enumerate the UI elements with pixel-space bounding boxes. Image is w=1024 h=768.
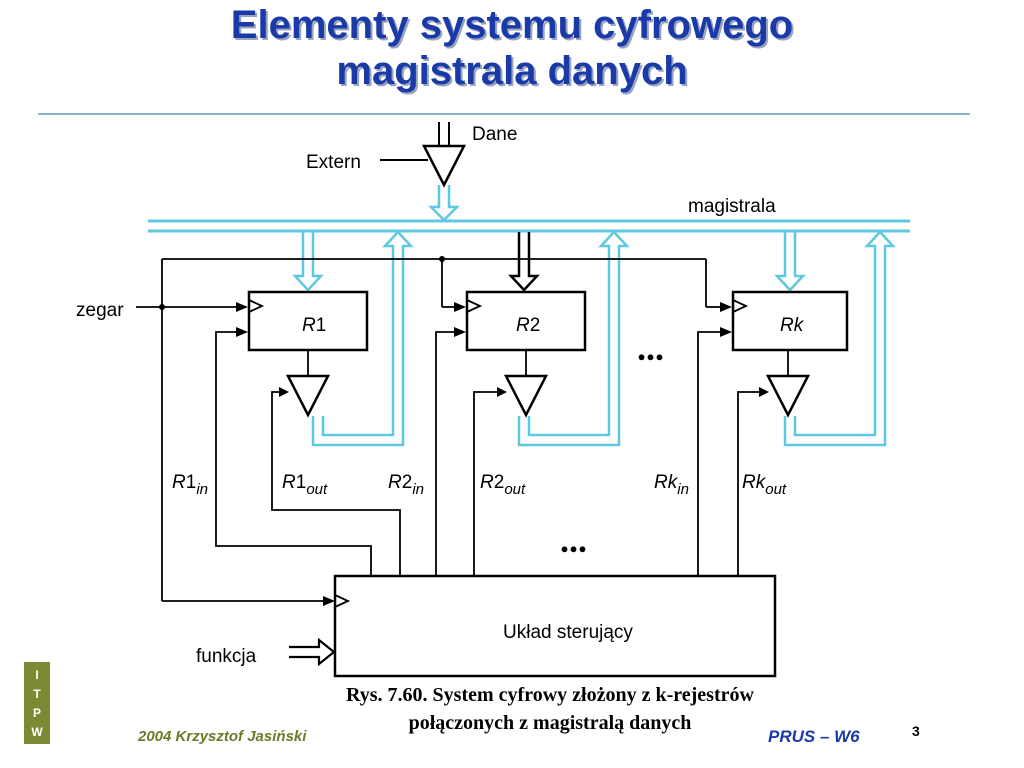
r2-label: R2 <box>516 315 540 336</box>
control-unit-box <box>333 574 777 678</box>
r1-out-to-bus-arrow <box>311 230 414 447</box>
r2-out-label: R2out <box>480 472 526 498</box>
clock-junction-dot <box>159 304 165 310</box>
itpw-badge: I T P W <box>24 662 50 744</box>
magistrala-label: magistrala <box>688 196 776 217</box>
dane-label: Dane <box>472 124 517 145</box>
r1-in-control <box>215 331 372 576</box>
r2-in-label: R2in <box>388 472 424 498</box>
badge-letter: P <box>32 706 41 720</box>
caption-line1: Rys. 7.60. System cyfrowy złożony z k-re… <box>346 684 754 706</box>
register-r1 <box>247 290 369 352</box>
extern-to-bus-arrow <box>427 185 461 222</box>
badge-letter: I <box>35 668 39 682</box>
rk-in-label: Rkin <box>654 472 689 498</box>
bus-to-r2-arrow <box>508 232 540 292</box>
rk-out-label: Rkout <box>742 472 787 498</box>
register-rk <box>731 290 849 352</box>
r2-out-to-bus-arrow <box>517 230 630 447</box>
extern-label: Extern <box>306 152 361 173</box>
data-bus <box>148 219 910 233</box>
rk-out-buffer <box>765 374 811 418</box>
dane-input-lines <box>438 122 450 146</box>
register-r2 <box>465 290 587 352</box>
registers-ellipsis: ... <box>637 328 664 368</box>
funkcja-arrow <box>289 637 336 667</box>
extern-tristate-buffer <box>421 144 467 188</box>
control-unit-label: Układ sterujący <box>503 622 633 643</box>
slide-title-line2: magistrala danych <box>336 49 688 93</box>
r2-out-buffer <box>503 374 549 418</box>
rk-label: Rk <box>780 315 805 336</box>
zegar-label: zegar <box>76 300 124 321</box>
page-number: 3 <box>912 723 920 739</box>
slide-title-line1: Elementy systemu cyfrowego <box>230 3 794 47</box>
bus-to-rk-arrow <box>774 232 806 292</box>
clock-wiring <box>136 258 722 602</box>
caption-line2: połączonych z magistralą danych <box>408 712 692 734</box>
footer-course: PRUS – W6 <box>768 727 860 746</box>
rk-out-control <box>737 391 766 576</box>
r1-out-buffer <box>285 374 331 418</box>
controls-ellipsis: ... <box>560 520 587 560</box>
bus-to-r1-arrow <box>292 232 324 292</box>
rk-out-to-bus-arrow <box>783 230 896 447</box>
funkcja-label: funkcja <box>196 646 257 667</box>
badge-letter: T <box>33 687 41 701</box>
r2-in-control <box>435 331 456 576</box>
control-unit-clock-triangle <box>334 594 351 608</box>
r1-label: R1 <box>302 315 326 336</box>
badge-letter: W <box>31 725 43 739</box>
r2-out-control <box>473 391 504 576</box>
r1-out-label: R1out <box>282 472 328 498</box>
r1-out-control <box>271 391 401 576</box>
rk-in-control <box>697 331 722 576</box>
footer-author: 2004 Krzysztof Jasiński <box>138 728 307 745</box>
r1-in-label: R1in <box>172 472 208 498</box>
